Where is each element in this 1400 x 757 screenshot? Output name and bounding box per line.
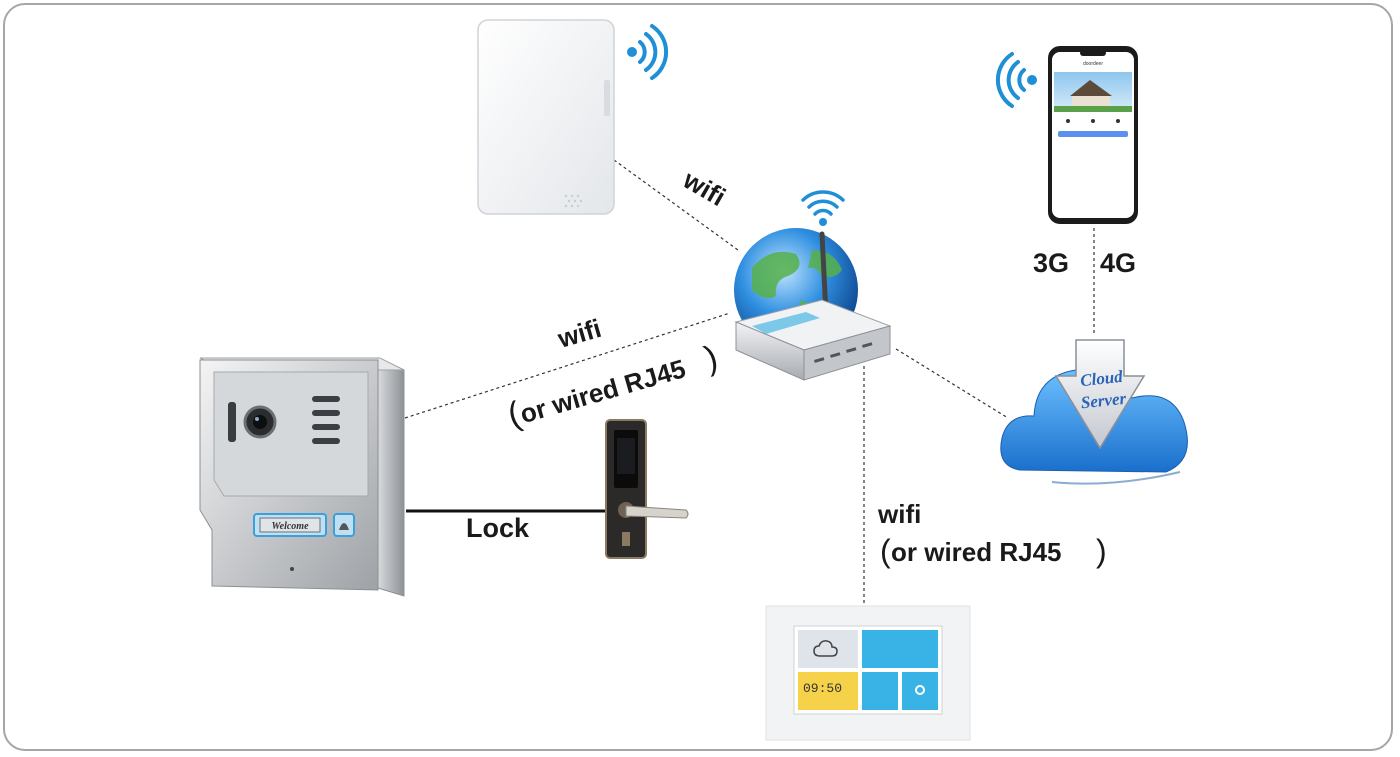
monitor-cloud-icon bbox=[813, 640, 838, 657]
video-doorbell-device: Welcome bbox=[199, 357, 405, 597]
indoor-monitor-device: 09:50 bbox=[765, 605, 971, 741]
label-4g: 4G bbox=[1100, 248, 1136, 278]
label-paren-close-left: ) bbox=[700, 338, 721, 378]
monitor-clock: 09:50 bbox=[803, 681, 842, 696]
router-device bbox=[734, 228, 892, 381]
wifi-hub-device bbox=[477, 19, 615, 215]
label-lock-link: Lock bbox=[466, 513, 530, 543]
smartphone-device: doordeer bbox=[1048, 46, 1138, 224]
label-wifi-hub-link: wifi bbox=[677, 164, 730, 212]
doorbell-nameplate: Welcome bbox=[271, 521, 309, 532]
hub-router-link bbox=[613, 159, 739, 251]
label-wifi-doorbell-link: wifi bbox=[554, 313, 605, 354]
phone-wifi-signal-icon bbox=[995, 52, 1037, 108]
door-lock-device bbox=[605, 419, 689, 559]
label-paren-open-bottom: ( bbox=[880, 533, 891, 569]
wifi-signal-icon bbox=[627, 24, 669, 80]
doorbell-speaker-grille bbox=[312, 396, 340, 444]
label-wifi-monitor-link: wifi bbox=[877, 499, 921, 529]
router-cloud-link bbox=[895, 348, 1009, 419]
cloud-server-icon: Cloud Server bbox=[1000, 339, 1188, 485]
cloud-label-line1: Cloud bbox=[1079, 367, 1124, 390]
label-paren-close-bottom: ) bbox=[1096, 533, 1107, 569]
router-wifi-signal-icon bbox=[801, 190, 845, 226]
monitor-settings-icon bbox=[915, 685, 925, 695]
doorbell-router-link bbox=[404, 312, 731, 419]
cloud-label-line2: Server bbox=[1080, 389, 1127, 413]
phone-app-title: doordeer bbox=[1083, 61, 1103, 67]
connections bbox=[404, 159, 1095, 606]
label-3g: 3G bbox=[1033, 248, 1069, 278]
router-antenna bbox=[819, 231, 829, 317]
label-wired-monitor-link: or wired RJ45 bbox=[891, 537, 1062, 567]
label-wired-doorbell-link: or wired RJ45 bbox=[517, 353, 689, 429]
